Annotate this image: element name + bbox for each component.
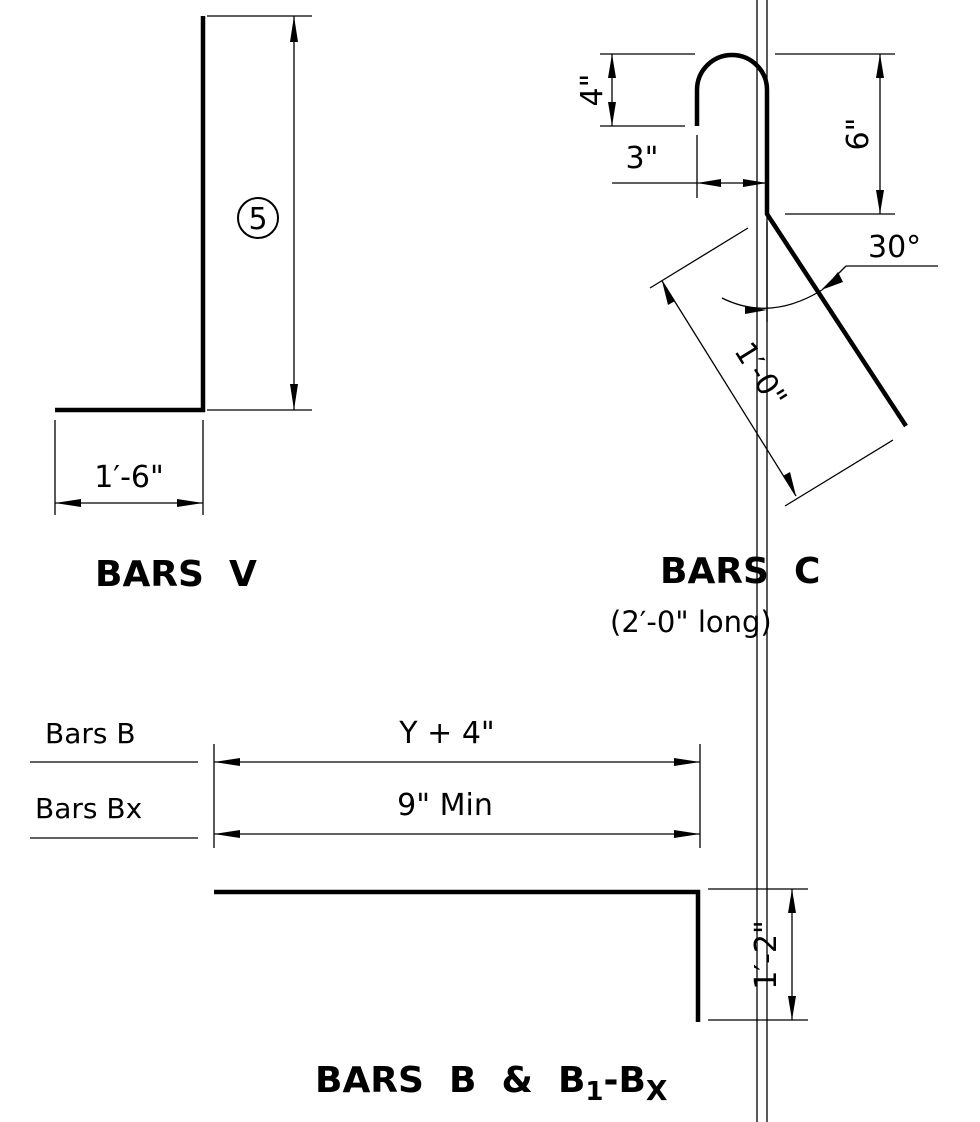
bars-b-title: BARS B & B1-BX (315, 1060, 668, 1107)
bars-b-shape (214, 889, 701, 1022)
bars-c-leg-dimension (661, 280, 797, 497)
bars-c-angle-arc (721, 289, 823, 309)
bars-v-height-mark: 5 (248, 202, 267, 237)
bars-c-title: BARS C (660, 551, 820, 592)
bars-v-leg-dim-text: 1′-6" (94, 460, 164, 495)
bars-v-mark-circle (237, 197, 279, 239)
bars-b-title-subx: X (646, 1074, 668, 1107)
bars-b-title-main: BARS B & B (315, 1060, 585, 1101)
bars-b-row-label: Bars B (45, 717, 136, 750)
bars-c-shape (694, 52, 908, 428)
bars-c-hook-width-text: 3" (626, 141, 659, 176)
bars-c-hook-height-text: 4" (575, 74, 610, 107)
bars-b-y-dim-text: Y + 4" (398, 716, 494, 751)
bars-b-title-sub1: 1 (585, 1077, 603, 1107)
bars-v-shape (55, 16, 206, 413)
bars-c-angle-text: 30° (868, 230, 921, 265)
bars-c-subtitle: (2′-0" long) (610, 605, 772, 639)
bars-bx-min-dim-text: 9" Min (397, 788, 493, 823)
bars-v-detail: 5 1′-6" BARS V (54, 15, 312, 595)
bars-b-title-dash: -B (604, 1060, 646, 1101)
bars-c-straight-text: 6" (841, 118, 876, 151)
bars-b-detail: Bars B Bars Bx Y + 4" 9" Min 1′-2" BARS … (30, 716, 808, 1107)
bars-bx-row-label: Bars Bx (35, 792, 142, 825)
bars-b-hook-dim-text: 1′-2" (749, 920, 784, 990)
bars-v-title: BARS V (95, 554, 257, 595)
